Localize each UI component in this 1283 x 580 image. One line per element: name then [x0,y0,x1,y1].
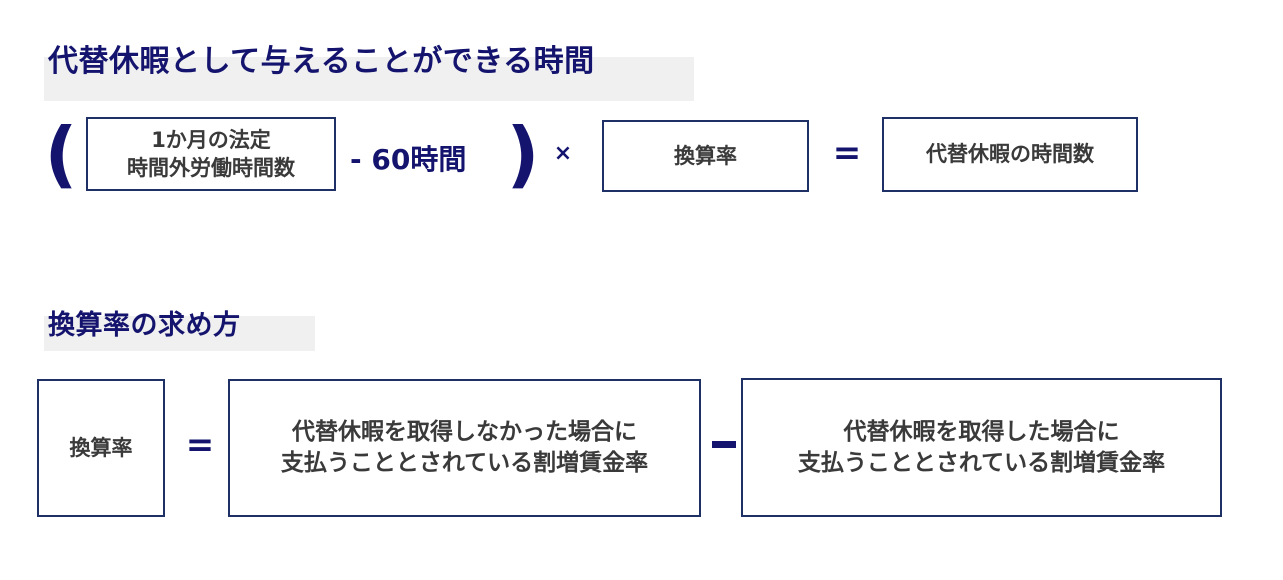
equals-sign-row-2: = [185,425,215,465]
box-monthly-statutory-overtime-hours: 1か月の法定 時間外労働時間数 [86,117,336,191]
box-premium-rate-without-substitute-leave: 代替休暇を取得しなかった場合に 支払うこととされている割増賃金率 [228,379,701,517]
section-1-heading-band [44,57,694,101]
box-no-leave-line-1: 代替休暇を取得しなかった場合に [292,419,637,446]
minus-60-hours-term: - 60時間 [350,143,467,176]
box-overtime-line-2: 時間外労働時間数 [127,156,295,180]
section-2-heading-band [44,316,315,351]
box-with-leave-line-1: 代替休暇を取得した場合に [843,418,1120,445]
box-premium-rate-with-substitute-leave: 代替休暇を取得した場合に 支払うこととされている割増賃金率 [741,378,1222,517]
box-conversion-rate-row-2: 換算率 [37,379,165,517]
open-parenthesis: ( [44,112,78,196]
box-result-label: 代替休暇の時間数 [926,142,1094,167]
close-parenthesis: ) [506,112,540,196]
box-overtime-line-1: 1か月の法定 [151,127,271,152]
box-conversion-rate-row-1: 換算率 [602,120,809,192]
box-rate-2-label: 換算率 [69,435,133,460]
box-with-leave-line-2: 支払うこととされている割増賃金率 [797,449,1166,476]
multiplication-sign: × [553,140,573,166]
box-substitute-leave-hours: 代替休暇の時間数 [882,117,1138,192]
section-2-heading-text: 換算率の求め方 [48,310,241,341]
minus-sign-row-2 [712,441,736,448]
equals-sign-row-1: = [832,133,862,173]
box-no-leave-line-2: 支払うこととされている割増賃金率 [280,450,649,476]
box-rate-1-label: 換算率 [674,143,737,168]
section-1-heading-text: 代替休暇として与えることができる時間 [48,44,595,79]
